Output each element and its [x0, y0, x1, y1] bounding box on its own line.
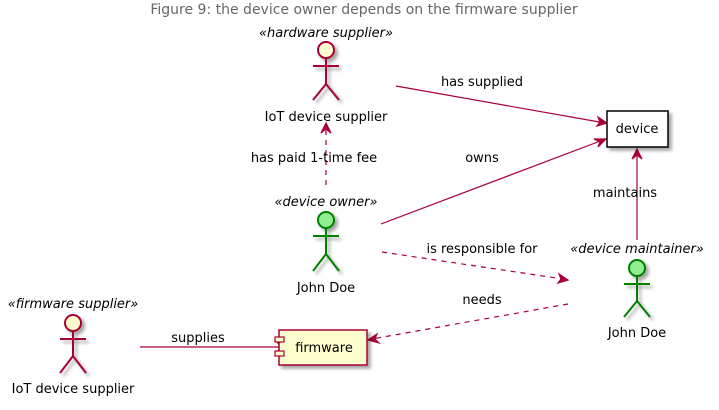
label-maintains: maintains: [593, 186, 657, 201]
actor-firmware-supplier-name: IoT device supplier: [12, 382, 135, 397]
firmware-component: firmware: [274, 329, 368, 366]
actor-hardware-supplier-name: IoT device supplier: [265, 110, 388, 125]
label-is-responsible-for: is responsible for: [426, 242, 538, 257]
label-owns: owns: [465, 151, 499, 166]
edge-has-paid: [320, 121, 332, 185]
device-node-label: device: [616, 122, 659, 137]
label-has-supplied: has supplied: [441, 75, 523, 90]
stick-figure-icon: [312, 211, 340, 272]
actor-device-maintainer-name: John Doe: [607, 326, 666, 341]
edge-needs: [366, 303, 569, 345]
stick-figure-icon: [623, 259, 651, 318]
edge-owns: [380, 138, 608, 225]
actor-device-owner-name: John Doe: [296, 281, 355, 296]
firmware-component-label: firmware: [295, 341, 353, 356]
component-icon: [274, 336, 285, 357]
stick-figure-icon: [312, 41, 340, 101]
label-has-paid: has paid 1-time fee: [251, 151, 377, 166]
actor-device-maintainer-stereotype: «device maintainer»: [570, 242, 704, 257]
diagram-title: Figure 9: the device owner depends on th…: [150, 2, 577, 18]
edge-maintains: [631, 147, 643, 240]
label-supplies: supplies: [171, 331, 225, 346]
actor-device-owner: «device owner» John Doe: [274, 195, 377, 296]
actor-device-owner-stereotype: «device owner»: [274, 195, 377, 210]
device-node: device: [606, 110, 669, 148]
stick-figure-icon: [59, 314, 87, 374]
label-needs: needs: [462, 293, 501, 308]
actor-hardware-supplier: «hardware supplier» IoT device supplier: [259, 26, 393, 125]
actor-device-maintainer: «device maintainer» John Doe: [570, 242, 704, 341]
actor-firmware-supplier: «firmware supplier» IoT device supplier: [8, 297, 139, 397]
actor-hardware-supplier-stereotype: «hardware supplier»: [259, 26, 393, 41]
edge-has-supplied: [395, 85, 609, 128]
actor-firmware-supplier-stereotype: «firmware supplier»: [8, 297, 139, 312]
edge-is-responsible-for: [381, 251, 570, 285]
